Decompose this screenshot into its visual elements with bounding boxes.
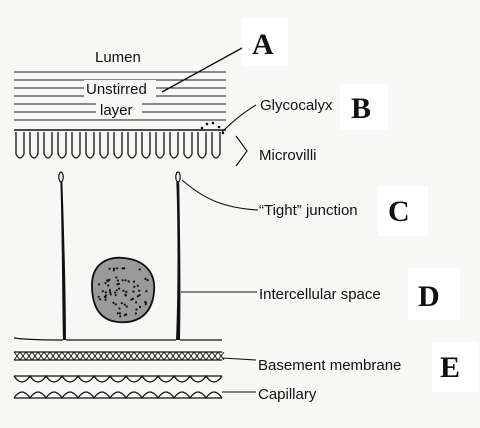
leader-line-tight-junction (181, 179, 259, 211)
letter-a-box (242, 18, 288, 66)
basement-membrane-label: Basement membrane (258, 357, 401, 374)
letter-d-box (408, 268, 460, 320)
nucleus-chromatin-dots (97, 267, 149, 318)
letter-e: E (440, 351, 460, 384)
cell-wall-right (176, 172, 181, 340)
capillary-walls (13, 374, 223, 400)
lumen-label: Lumen (95, 49, 141, 66)
cell-wall-left (60, 172, 66, 340)
microvilli-label: Microvilli (259, 147, 317, 164)
letter-e-box (432, 342, 478, 392)
layer-label-bg (96, 101, 142, 118)
microvilli-row (15, 132, 221, 159)
letter-a: A (252, 28, 274, 61)
leader-line-a (161, 47, 243, 93)
leader-line-basement (221, 357, 257, 361)
cell-bottom-left (13, 337, 63, 341)
layer-label: layer (100, 102, 133, 119)
leader-line-glycocalyx (221, 104, 257, 133)
basement-membrane (13, 351, 225, 361)
capillary-label: Capillary (258, 386, 317, 403)
tight-junction-left (58, 171, 64, 183)
letter-b-box (340, 84, 388, 130)
tight-junction-label: “Tight” junction (259, 202, 358, 219)
microvilli-brace (235, 135, 248, 167)
letter-d: D (418, 280, 440, 313)
intercellular-space-label: Intercellular space (259, 286, 381, 303)
tight-junction-right (175, 171, 181, 183)
letter-b: B (351, 92, 371, 125)
unstirred-label: Unstirred (86, 81, 147, 98)
letter-c: C (388, 195, 410, 228)
letter-c-box (378, 186, 428, 236)
glycocalyx-label: Glycocalyx (260, 97, 333, 114)
unstirred-label-bg (84, 80, 156, 97)
